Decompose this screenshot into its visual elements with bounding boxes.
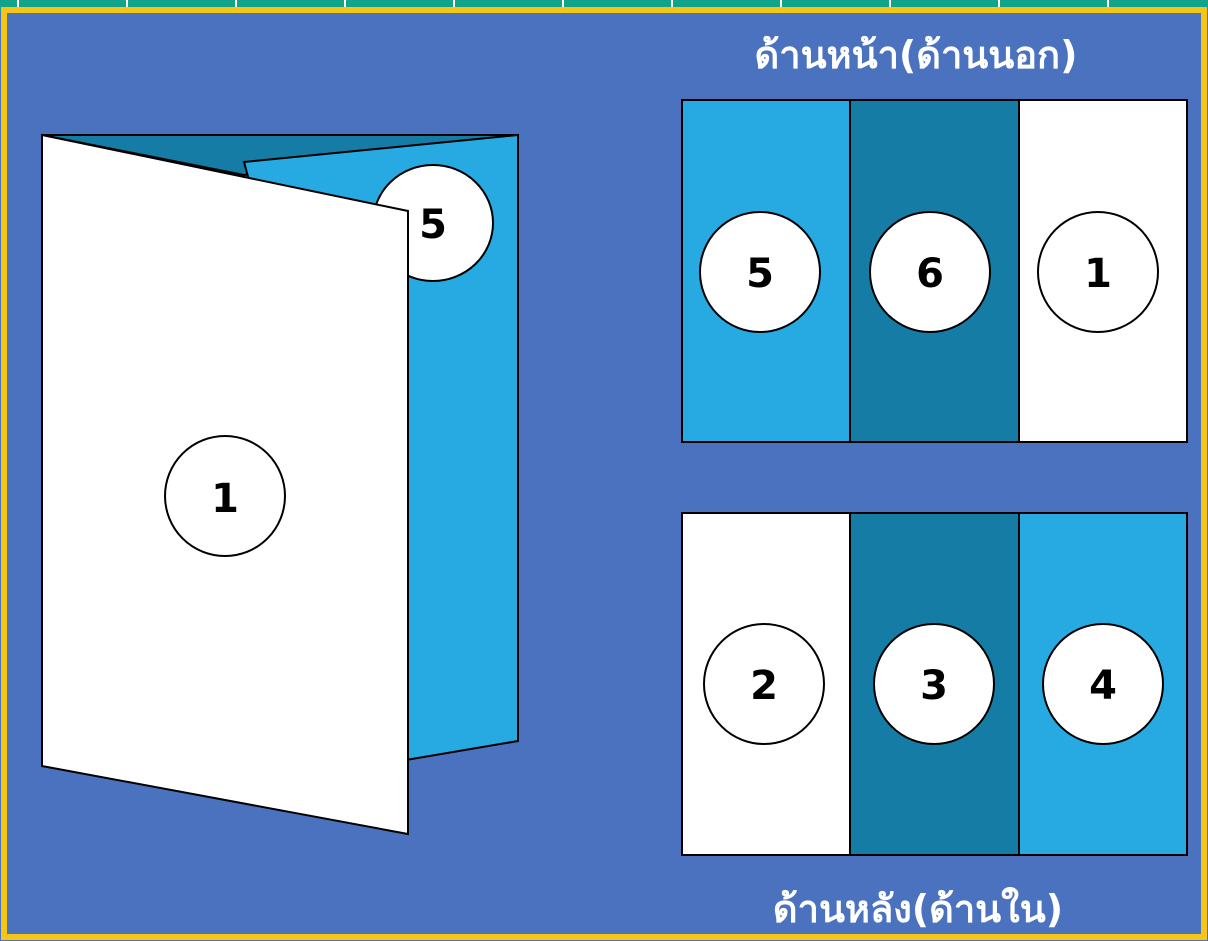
back-number-3: 3 [920,663,948,709]
front-side-title: ด้านหน้า(ด้านนอก) [755,33,1078,77]
peek-number: 5 [419,202,447,248]
back-number-4: 4 [1089,663,1117,709]
front-number-5: 5 [746,251,774,297]
front-number-6: 6 [916,251,944,297]
back-number-2: 2 [750,663,778,709]
front-cover-number: 1 [211,476,239,522]
back-side-title: ด้านหลัง(ด้านใน) [773,887,1063,931]
front-number-1: 1 [1084,251,1112,297]
